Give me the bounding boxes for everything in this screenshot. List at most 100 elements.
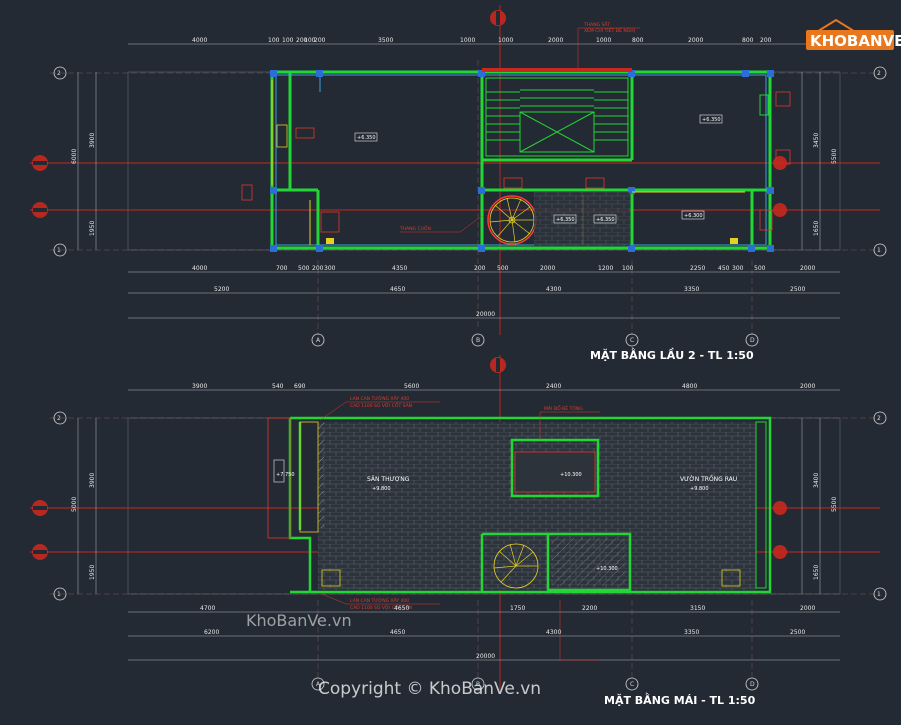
- level-tag: +7.750: [276, 472, 295, 478]
- dimension-label: 200: [296, 37, 308, 44]
- brand-logo: [806, 18, 894, 50]
- dimension-label: 1650: [813, 565, 820, 580]
- dimension-label: 540: [272, 383, 284, 390]
- dimension-label: 1650: [813, 221, 820, 236]
- watermark-text: KhoBanVe.vn: [246, 611, 352, 630]
- dimension-label: 100: [282, 37, 294, 44]
- grid-axis-label: A: [316, 337, 321, 344]
- level-tag: +6.300: [684, 213, 703, 219]
- grid-bubbles-top: [53, 66, 887, 347]
- dimension-label: 800: [742, 37, 754, 44]
- dimension-label: 1950: [89, 565, 96, 580]
- room-label-terrace: SÂN THƯỢNG: [367, 476, 410, 483]
- grid-axis-label: A: [316, 681, 321, 688]
- plan-top: [30, 5, 887, 347]
- note: LAN CAN TƯỜNG XÂY 400: [350, 395, 409, 402]
- level-tag: +6.350: [357, 135, 376, 141]
- copyright-text: Copyright © KhoBanVe.vn: [318, 679, 541, 699]
- dimension-label: 700: [276, 265, 288, 272]
- dimension-label: 500: [497, 265, 509, 272]
- dimension-label: 1000: [460, 37, 475, 44]
- dimension-label: 1950: [89, 221, 96, 236]
- dimension-label: 500: [298, 265, 310, 272]
- dimension-label: 200: [474, 265, 486, 272]
- note: CAO 1100 SO VỚI CỐT SÀN: [350, 401, 412, 409]
- dimension-label: 1750: [510, 605, 525, 612]
- dimension-label: 2000: [540, 265, 555, 272]
- level-tag: +10.300: [596, 566, 618, 572]
- dimension-label: 3350: [684, 286, 699, 293]
- dimension-label: 500: [754, 265, 766, 272]
- dimension-label: 4800: [682, 383, 697, 390]
- dimension-label: 2000: [800, 605, 815, 612]
- dimension-label: 3900: [89, 133, 96, 148]
- note: CAO 1100 SO VỚI CỐT SÀN: [350, 603, 412, 611]
- dimension-label: 800: [632, 37, 644, 44]
- dimension-label: 4650: [390, 286, 405, 293]
- plan-bottom: [30, 27, 887, 691]
- note: XEM CHI TIẾT ĐỀ NGHỊ: [584, 26, 635, 34]
- dim-total: 20000: [476, 311, 495, 318]
- grid-axis-label: 2: [877, 70, 881, 77]
- dimension-label: 200: [312, 265, 324, 272]
- spiral-staircase-roof: [493, 543, 539, 589]
- dimension-label: 450: [718, 265, 730, 272]
- dimension-label: 100: [622, 265, 634, 272]
- dimension-label: 1000: [498, 37, 513, 44]
- dimension-label: 6200: [204, 629, 219, 636]
- note: THANG CUỐN: [399, 224, 431, 232]
- dimension-label: 3900: [89, 473, 96, 488]
- level-tag: +10.300: [560, 472, 582, 478]
- dimension-label: 2500: [790, 286, 805, 293]
- dimension-label: 690: [294, 383, 306, 390]
- grid-axis-label: D: [750, 337, 755, 344]
- brand-logo-text: KHOBANVE: [810, 32, 901, 50]
- level-tags: [354, 114, 723, 224]
- dimension-label: 2000: [688, 37, 703, 44]
- dimension-label: 100: [304, 37, 316, 44]
- grid-axis-label: 2: [57, 70, 61, 77]
- staircase-straight: [485, 77, 629, 157]
- dimension-label: 4300: [546, 629, 561, 636]
- dimension-label: 300: [732, 265, 744, 272]
- dimension-label: 1000: [596, 37, 611, 44]
- dimension-label: 6000: [71, 149, 78, 164]
- note: THANG SẮT: [583, 20, 610, 28]
- grid-axis-label: 1: [57, 247, 61, 254]
- note: LAN CAN TƯỜNG XÂY 400: [350, 597, 409, 604]
- grid-axis-label: D: [750, 681, 755, 688]
- dimension-label: 5600: [404, 383, 419, 390]
- dimension-label: 1200: [598, 265, 613, 272]
- plan-bottom-title: MẶT BẰNG MÁI - TL 1:50: [604, 692, 756, 707]
- note: MÁI ĐỔ BÊ TÔNG: [544, 404, 583, 412]
- dimension-label: 5500: [831, 497, 838, 512]
- dimension-label: 5200: [214, 286, 229, 293]
- dims-left: 3900 1950 6000: [71, 133, 96, 236]
- level-tag: +6.350: [596, 217, 615, 223]
- dims-b-bottom2: 6200 4650 4300 3350 2500: [204, 629, 805, 636]
- room-level-garden: +9.800: [690, 486, 709, 492]
- dimension-label: 3150: [690, 605, 705, 612]
- dimension-label: 3350: [684, 629, 699, 636]
- dimension-label: 2500: [790, 629, 805, 636]
- grid-bubbles-bottom: [53, 411, 887, 691]
- dimension-label: 4650: [390, 629, 405, 636]
- dimension-label: 3450: [813, 133, 820, 148]
- dimension-label: 4300: [546, 286, 561, 293]
- dimension-label: 4650: [394, 605, 409, 612]
- dimension-label: 3900: [192, 383, 207, 390]
- dimension-label: 5500: [831, 149, 838, 164]
- dims-bottom-row2: 5200 4650 4300 3350 2500: [214, 286, 805, 293]
- grid-axis-label: 1: [57, 591, 61, 598]
- dimension-label: 3500: [378, 37, 393, 44]
- dimension-label: 4700: [200, 605, 215, 612]
- grid-axis-label: 1: [877, 591, 881, 598]
- grid-axis-label: B: [476, 681, 480, 688]
